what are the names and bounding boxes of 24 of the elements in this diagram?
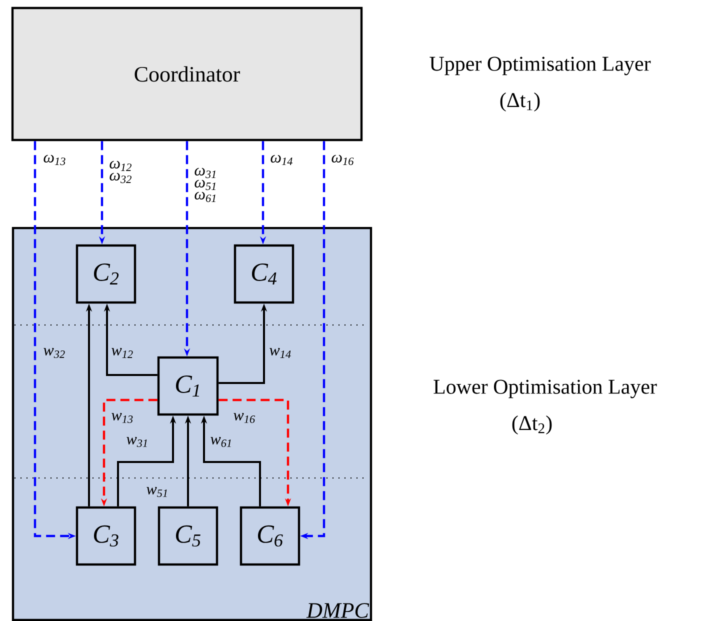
controller-box: C$_{3}$ [76,506,136,566]
edge-label: w$_{13}$ [112,412,133,424]
controller-box: C$_{1}$ [157,356,219,416]
edge-label: ω$_{31}$ ω$_{51}$ ω$_{61}$ [194,168,216,202]
controller-box: C$_{2}$ [76,244,136,304]
edge-label: ω$_{14}$ [270,154,292,166]
coordinator-box: Coordinator [11,6,363,142]
controller-box: C$_{6}$ [240,506,300,566]
edge-label: w$_{61}$ [210,436,231,448]
edge-label: w$_{51}$ [146,486,167,498]
layer-label: Upper Optimisation Layer [430,56,651,76]
layer-label: Lower Optimisation Layer [434,380,657,398]
layer-label: (Δt$_{1}$) [500,92,540,112]
controller-box: C$_{5}$ [158,506,218,566]
edge-label: w$_{12}$ [112,348,133,358]
edge-label: w$_{32}$ [44,348,65,358]
edge-label: w$_{31}$ [126,436,147,448]
edge-label: w$_{16}$ [234,412,256,424]
controller-box: C$_{4}$ [234,244,294,304]
edge-label: ω$_{16}$ [332,154,354,166]
edge-label: ω$_{12}$ ω$_{32}$ [110,160,132,184]
edge-label: w$_{14}$ [270,348,291,358]
edge-label: ω$_{13}$ [44,154,66,166]
layer-label: (Δt$_{2}$) [512,415,552,435]
